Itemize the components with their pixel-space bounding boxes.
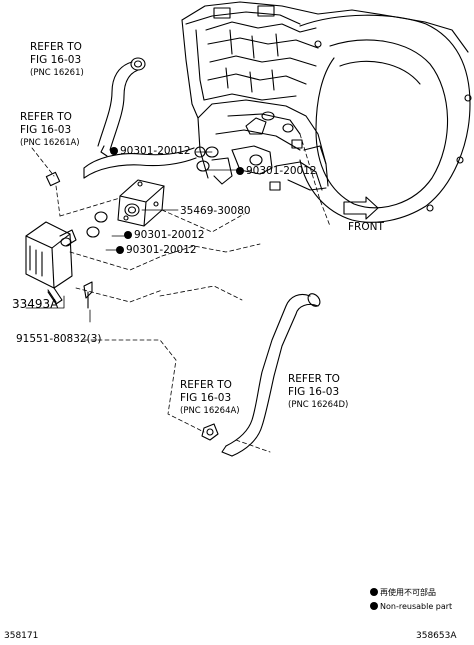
part-35469-30080: 35469-30080: [180, 205, 251, 217]
ref-fig-16261a-line1: REFER TO: [20, 111, 72, 123]
ref-fig-16264a-pnc: (PNC 16264A): [180, 406, 240, 416]
ref-fig-16264d-pnc: (PNC 16264D): [288, 400, 349, 410]
ref-fig-16264d-line2: FIG 16-03: [288, 386, 340, 398]
ref-fig-16264a-line2: FIG 16-03: [180, 392, 232, 404]
ref-fig-16261-pnc: (PNC 16261): [30, 68, 84, 78]
part-90301-20012-c: 90301-20012: [124, 230, 205, 241]
front-label: FRONT: [348, 221, 384, 233]
ref-fig-16264d-line1: REFER TO: [288, 373, 340, 385]
legend-non-reusable-jp: 再使用不可部品: [370, 588, 436, 597]
ref-fig-16261a-line2: FIG 16-03: [20, 124, 72, 136]
gaskets: [86, 146, 219, 238]
transmission-case: [181, 1, 472, 223]
part-33493a: 33493A: [12, 297, 59, 311]
legend-non-reusable-en: Non-reusable part: [370, 602, 452, 611]
ref-fig-16261-line2: FIG 16-03: [30, 54, 82, 66]
footer-right-code: 358653A: [416, 631, 457, 641]
part-91551-80832: 91551-80832(3): [16, 333, 102, 345]
ref-fig-16261-line1: REFER TO: [30, 41, 82, 53]
oil-cooler-adapter: [117, 179, 165, 227]
front-arrow-icon: [343, 196, 379, 220]
footer-left-code: 358171: [4, 631, 39, 641]
ref-fig-16264a-line1: REFER TO: [180, 379, 232, 391]
oil-cooler-return-hose: [201, 293, 321, 457]
part-90301-20012-a: 90301-20012: [110, 146, 191, 157]
dashed-lines: [31, 133, 331, 453]
oil-cooler: [25, 221, 93, 309]
part-90301-20012-b: 90301-20012: [236, 166, 317, 177]
part-90301-20012-d: 90301-20012: [116, 245, 197, 256]
oil-cooler-hose-upper: [97, 57, 146, 157]
leader-lines: [25, 151, 239, 323]
ref-fig-16261a-pnc: (PNC 16261A): [20, 138, 80, 148]
